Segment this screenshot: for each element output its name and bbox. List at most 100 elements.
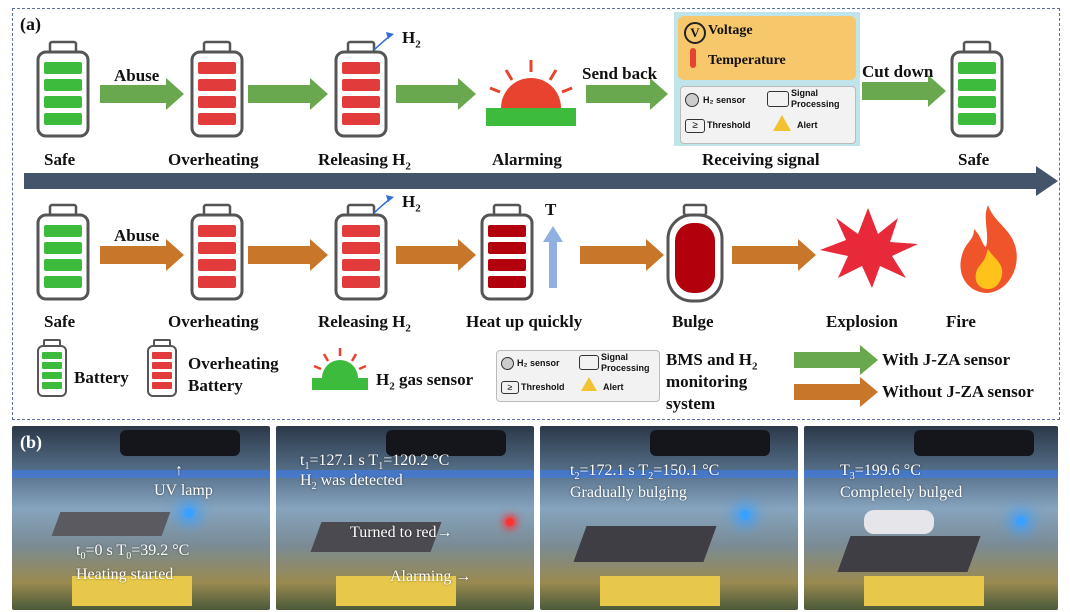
battery-releasing-h2-bottom-icon (334, 195, 394, 301)
signal-icons-panel: H₂ sensor Signal Processing ≥ Threshold … (680, 86, 856, 144)
signal-label-2: Processing (791, 99, 840, 109)
threshold-icon: ≥ (685, 119, 705, 133)
legend-h2-sensor-icon (312, 348, 368, 390)
led-3 (740, 510, 750, 520)
label-safe-top-right: Safe (958, 150, 990, 169)
voltage-temperature-panel: V Voltage Temperature (678, 16, 856, 80)
timeline-arrow-icon (24, 166, 1058, 196)
battery-safe-icon (36, 40, 90, 138)
arrow-label-abuse-top: Abuse (114, 66, 160, 85)
signal-label-1: Signal (791, 88, 819, 98)
led-1 (184, 508, 194, 518)
arrow-abuse-orange-icon (100, 239, 184, 271)
explosion-icon (820, 208, 918, 288)
arrow-label-cut-down: Cut down (862, 62, 934, 81)
photo-1: ↑ UV lamp t0=0 s T0=39.2 °C Heating star… (12, 426, 270, 610)
legend-signal-box: H₂ sensor Signal Processing ≥ Threshold … (496, 350, 660, 402)
t-label: T (545, 200, 557, 219)
temperature-rise-arrow-icon (543, 226, 563, 288)
bulged-pouch (864, 510, 934, 534)
arrow-label-send-back: Send back (582, 64, 658, 83)
panel-a-graphics (24, 32, 1058, 407)
uv-arrow: ↑ (175, 462, 183, 479)
heater-plate-3 (600, 576, 720, 606)
photo-3-line-2: Gradually bulging (570, 484, 687, 501)
legend-overheating-battery-icon (147, 339, 177, 397)
alert-icon (773, 115, 791, 131)
legend-overheating-label-2: Battery (188, 376, 243, 395)
label-fire: Fire (946, 312, 976, 331)
legend-threshold-icon: ≥ (501, 381, 519, 394)
legend-box-h2: H₂ sensor (517, 358, 560, 368)
photo-2-turned-red: Turned to red→ (350, 524, 453, 541)
battery-plate-3 (573, 526, 717, 562)
uv-lamp-shape-3 (650, 430, 770, 456)
label-releasing-top: Releasing H2 (318, 150, 411, 173)
temperature-label: Temperature (708, 53, 786, 68)
voltage-icon: V (684, 22, 706, 44)
label-heat-up: Heat up quickly (466, 312, 583, 331)
label-alarming: Alarming (492, 150, 562, 169)
photo-2-line-2: H2 was detected (300, 472, 403, 493)
legend-alert-icon (581, 377, 597, 391)
threshold-label: Threshold (707, 120, 751, 130)
legend-with-label: With J-ZA sensor (882, 350, 1011, 369)
uv-light-band-3 (540, 470, 798, 478)
h2-tag-bottom: H2 (402, 192, 421, 215)
uv-lamp-shape-2 (386, 430, 506, 456)
receiving-signal-box: V Voltage Temperature H₂ sensor Signal P… (674, 12, 860, 146)
legend-bms-2: monitoring (666, 372, 748, 391)
photo-2-line-1: t1=127.1 s T1=120.2 °C (300, 452, 450, 473)
panel-b-tag: (b) (20, 432, 42, 452)
legend-battery-icon (37, 339, 67, 397)
arrow-orange-4-icon (580, 239, 664, 271)
arrow-green-3-icon (396, 78, 476, 110)
uv-lamp-label: UV lamp (154, 482, 213, 499)
uv-light-band-4 (804, 470, 1058, 478)
fire-icon (960, 205, 1017, 293)
uv-light-band-2 (276, 470, 534, 478)
battery-heat-up-icon (480, 203, 534, 301)
battery-plate-1 (51, 512, 171, 536)
label-safe-top: Safe (44, 150, 76, 169)
legend-box-threshold: Threshold (521, 382, 565, 392)
arrow-orange-5-icon (732, 239, 816, 271)
label-overheating-bottom: Overheating (168, 312, 259, 331)
battery-overheating-bottom-icon (190, 203, 244, 301)
panel-a-tag: (a) (20, 14, 41, 34)
signal-processing-icon (767, 91, 789, 107)
legend-h2-sensor-label: H2 gas sensor (376, 370, 474, 393)
battery-releasing-h2-icon (334, 32, 394, 138)
legend-box-signal-2: Processing (601, 363, 650, 373)
legend-h2-sensor-icon-small (501, 357, 514, 370)
photo-4-line-2: Completely bulged (840, 484, 963, 501)
photo-1-line-1: t0=0 s T0=39.2 °C (76, 542, 190, 563)
legend-box-signal-1: Signal (601, 352, 629, 362)
label-safe-bottom: Safe (44, 312, 76, 331)
alert-label: Alert (797, 120, 818, 130)
h2-alarm-sensor-icon (486, 60, 576, 126)
legend-with-arrow-icon (794, 345, 878, 375)
red-led (506, 518, 514, 526)
arrow-cut-down-icon (862, 75, 946, 107)
label-explosion: Explosion (826, 312, 898, 331)
uv-lamp-shape (120, 430, 240, 456)
legend-box-alert: Alert (603, 382, 624, 392)
arrow-abuse-green-icon (100, 78, 184, 110)
battery-bulge-icon (666, 203, 724, 303)
arrow-orange-2-icon (248, 239, 328, 271)
h2-sensor-label: H₂ sensor (703, 95, 746, 105)
led-4 (1016, 516, 1026, 526)
thermometer-icon (690, 48, 696, 68)
legend-without-arrow-icon (794, 377, 878, 407)
battery-overheating-icon (190, 40, 244, 138)
h2-sensor-icon (685, 93, 699, 107)
photo-2-alarming: Alarming → (390, 568, 472, 585)
label-receiving-signal: Receiving signal (702, 150, 820, 169)
arrow-label-abuse-bottom: Abuse (114, 226, 160, 245)
h2-tag-top: H2 (402, 28, 421, 51)
voltage-label: Voltage (708, 23, 753, 38)
legend-battery-label: Battery (74, 368, 129, 387)
photo-3-line-1: t2=172.1 s T2=150.1 °C (570, 462, 720, 483)
arrow-orange-3-icon (396, 239, 476, 271)
